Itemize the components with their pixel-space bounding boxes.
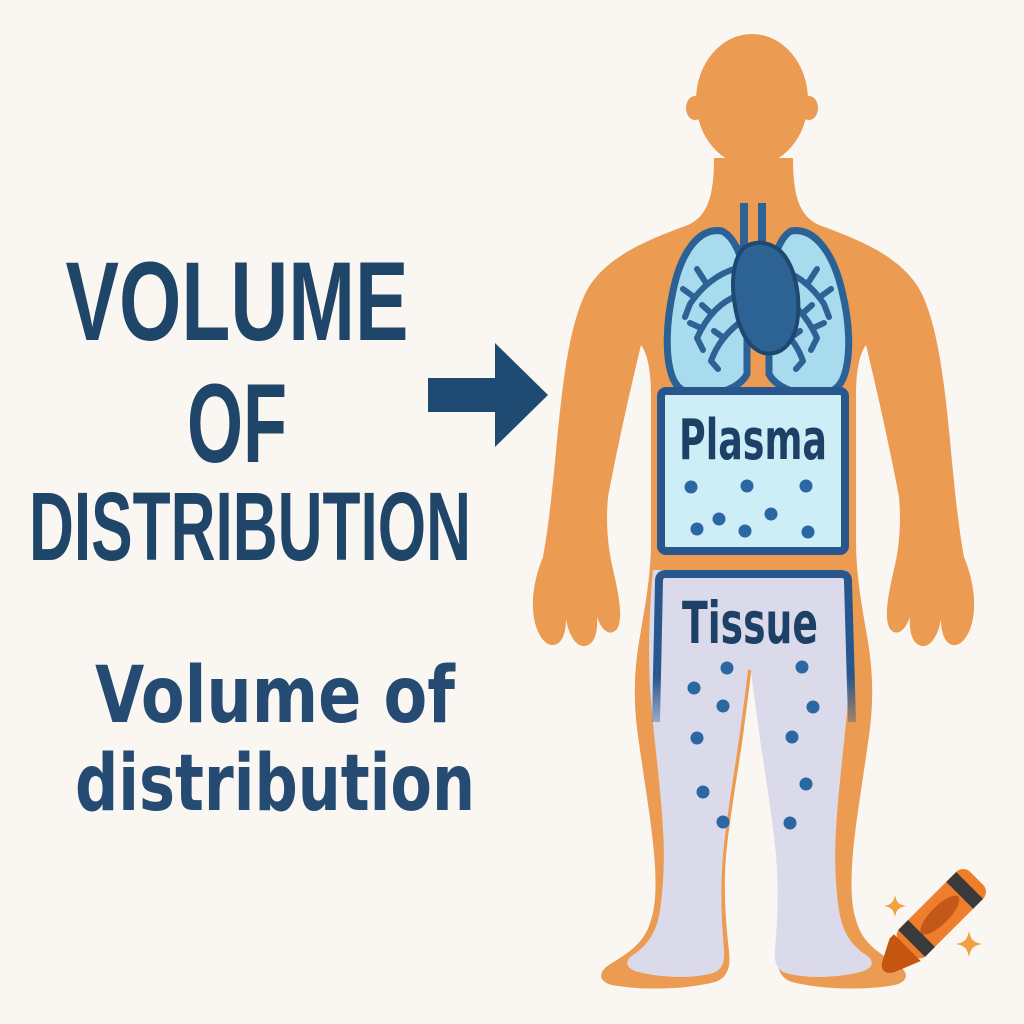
sparkle-icon (956, 931, 982, 957)
tissue-box-border (652, 570, 856, 723)
drug-molecule-dot (690, 731, 704, 745)
drug-molecule-dot (783, 816, 797, 830)
head (696, 34, 808, 166)
drug-molecule-dot (806, 700, 820, 714)
drug-molecule-dot (738, 524, 752, 538)
plasma-compartment: Plasma (657, 387, 849, 555)
tissue-label: Tissue (682, 589, 818, 657)
drug-molecule-dot (801, 525, 815, 539)
heart (731, 240, 801, 356)
drug-molecule-dot (687, 681, 701, 695)
headline-line-2: OF (187, 361, 287, 486)
drug-molecule-dot (740, 479, 754, 493)
subtitle-line-2: distribution (75, 739, 475, 829)
drug-molecule-dot (712, 512, 726, 526)
headline: VOLUME OF DISTRIBUTION (29, 239, 471, 581)
drug-molecule-dot (696, 785, 710, 799)
headline-line-1: VOLUME (66, 239, 409, 364)
right-arrow-icon (428, 343, 548, 447)
drug-molecule-dot (799, 777, 813, 791)
crayon-label-oval (920, 895, 960, 935)
tissue-compartment: Tissue (627, 570, 872, 977)
crayon-band-bottom (898, 920, 935, 957)
drug-molecule-dot (720, 661, 734, 675)
trachea-right-wall (758, 203, 766, 253)
tissue-dot-group (687, 660, 820, 830)
plasma-box (657, 387, 849, 555)
tissue-region (627, 570, 872, 977)
drug-molecule-dot (684, 480, 698, 494)
human-figure: Plasma Tissue (532, 34, 975, 989)
crayon-logo (881, 869, 986, 973)
sparkle-icon (883, 894, 907, 918)
plasma-dot-group (684, 479, 815, 539)
drug-molecule-dot (785, 730, 799, 744)
drug-molecule-dot (716, 815, 730, 829)
lungs-illustration (663, 203, 853, 399)
trachea-left-wall (740, 203, 748, 253)
headline-line-3: DISTRIBUTION (29, 472, 471, 581)
subtitle: Volume of distribution (75, 651, 475, 829)
drug-molecule-dot (799, 479, 813, 493)
drug-molecule-dot (795, 660, 809, 674)
drug-molecule-dot (764, 507, 778, 521)
drug-molecule-dot (690, 522, 704, 536)
crayon-band-top (946, 871, 984, 909)
crayon-tip (881, 934, 921, 973)
plasma-label: Plasma (679, 408, 827, 473)
subtitle-line-1: Volume of (95, 651, 456, 741)
drug-molecule-dot (716, 699, 730, 713)
